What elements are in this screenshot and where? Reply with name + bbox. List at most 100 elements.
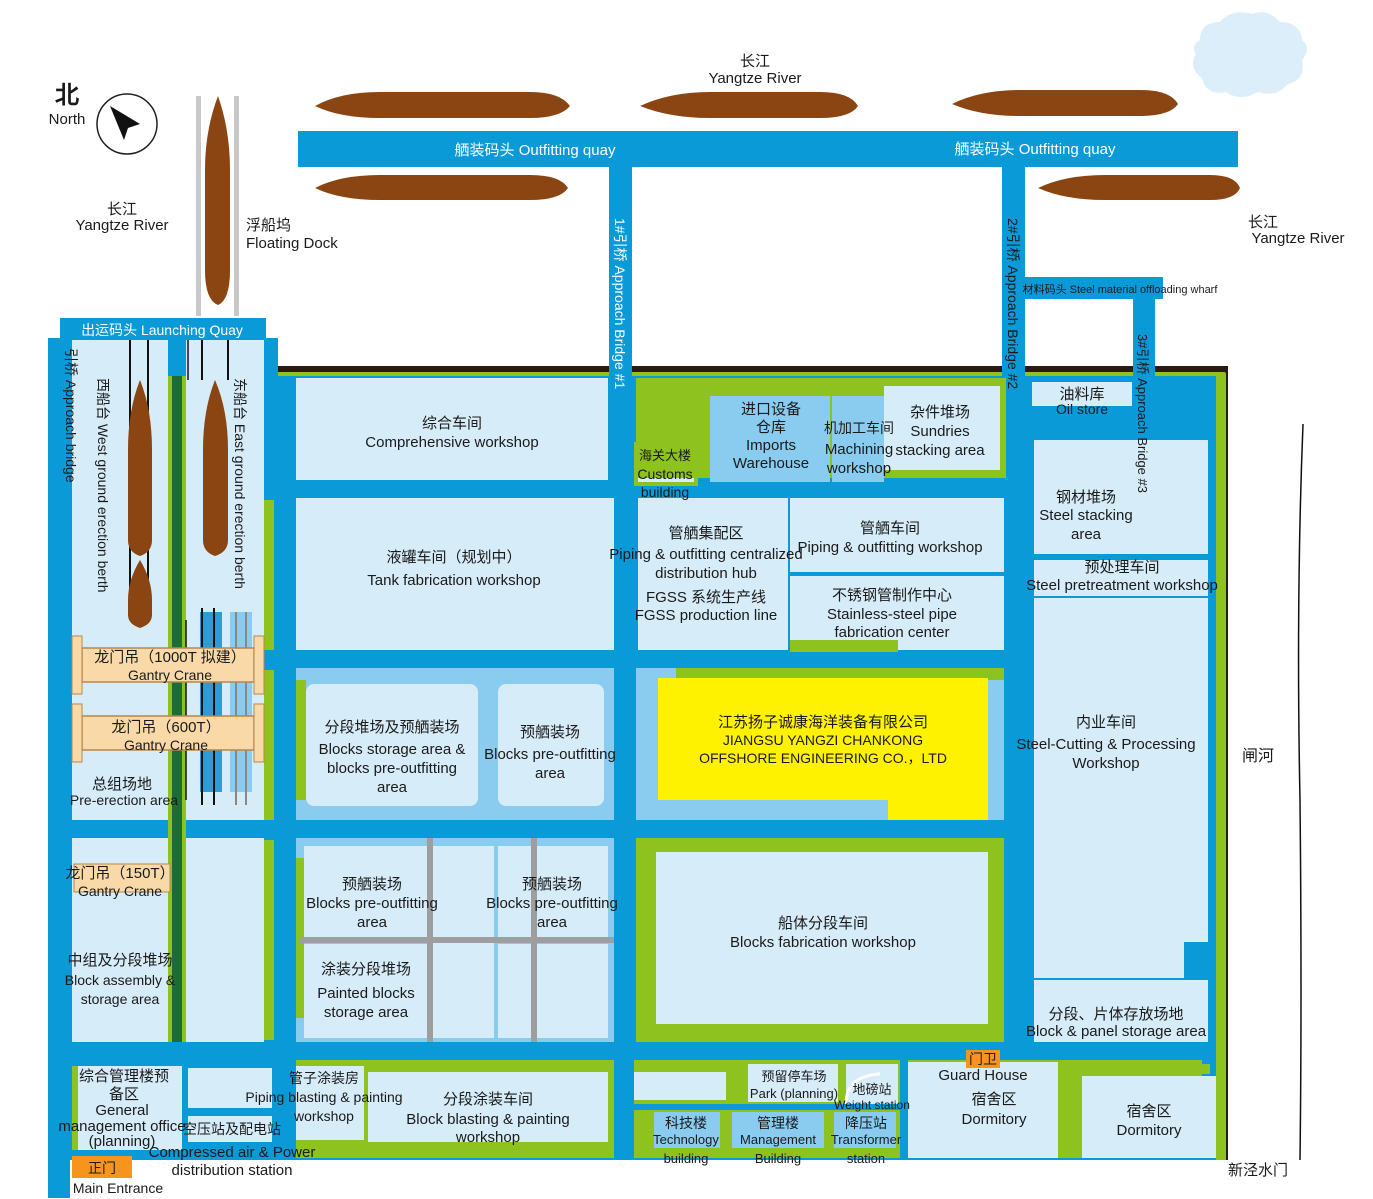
customs-en1: Customs (637, 466, 692, 482)
left-track-lower-inner (172, 820, 182, 1042)
outfitting-quay-left-label: 舾装码头 Outfitting quay (455, 141, 616, 159)
transformer-station[interactable] (834, 1112, 896, 1148)
pre-outfit1-en1: Blocks pre-outfitting (484, 746, 616, 763)
pre-outfit2-cn: 预舾装场 (342, 875, 402, 893)
comprehensive-workshop[interactable] (296, 378, 608, 480)
pre-erection-cn: 总组场地 (92, 776, 152, 793)
piping-hub[interactable] (638, 498, 788, 650)
fgss-cn: FGSS 系统生产线 (646, 589, 766, 606)
transformer-en2: station (847, 1151, 885, 1166)
cutting-en2: Workshop (1072, 755, 1139, 772)
technology-building[interactable] (654, 1112, 720, 1148)
oil-store[interactable] (1032, 382, 1132, 406)
blocks-fabrication-workshop[interactable] (656, 852, 988, 1024)
imports-warehouse[interactable] (710, 396, 830, 482)
blocks-pre-outfitting-1[interactable] (498, 684, 604, 806)
pre-outfitting-area-2[interactable] (304, 846, 428, 938)
panel-storage-en: Block & panel storage area (1026, 1023, 1207, 1040)
pipe-blasting-workshop[interactable] (296, 1066, 364, 1140)
west-berth-label: 西船台 West ground erection berth (95, 378, 111, 593)
outfitting-quay (298, 131, 1238, 167)
weight-station[interactable] (846, 1064, 898, 1106)
blocks-storage-en1: Blocks storage area & (319, 741, 466, 758)
imports-cn2: 仓库 (756, 419, 786, 436)
customs-en2: building (641, 484, 689, 500)
piping-hub-cn: 管舾集配区 (668, 524, 743, 542)
painted-blocks-area[interactable] (304, 944, 428, 1038)
dorm2-green (1090, 1064, 1210, 1074)
steel-stacking[interactable] (1034, 440, 1208, 554)
cutting-workshop-side (1184, 598, 1208, 942)
block-blasting-workshop[interactable] (368, 1072, 608, 1142)
pre-erection-en: Pre-erection area (70, 792, 178, 808)
company-cn: 江苏扬子诚康海洋装备有限公司 (718, 714, 928, 731)
company-headquarters[interactable] (658, 678, 988, 800)
crane-1000t-cn: 龙门吊（1000T 拟建） (94, 649, 245, 666)
guard-house-icon[interactable] (966, 1050, 1000, 1068)
painted-en1: Painted blocks (317, 985, 415, 1002)
imports-cn1: 进口设备 (741, 401, 801, 418)
floating-dock-rail-right (234, 96, 239, 316)
crane-150t-cn: 龙门吊（150T） (65, 865, 174, 882)
mgmt-office-cn2: 备区 (109, 1086, 139, 1103)
power-station-label (188, 1116, 272, 1142)
ship-top-4 (315, 175, 568, 200)
painted-blocks-right[interactable] (498, 944, 608, 1038)
dorm2-en: Dormitory (1116, 1122, 1182, 1139)
floating-dock-rail-left (196, 96, 201, 316)
approach-bridge-2 (1002, 167, 1025, 382)
management-building[interactable] (732, 1112, 824, 1148)
pre-outfitting-area-3[interactable] (498, 846, 608, 938)
company-notch (888, 798, 988, 820)
floating-dock-en: Floating Dock (246, 235, 338, 252)
weight-cn: 地磅站 (852, 1082, 891, 1097)
east-berth-green-2 (264, 670, 274, 820)
blocks-storage-en3: area (377, 779, 408, 796)
tank-cn: 液罐车间（规划中） (386, 549, 521, 566)
machining-workshop[interactable] (832, 396, 884, 482)
main-entrance-icon[interactable] (72, 1156, 132, 1178)
stainless-center[interactable] (790, 576, 1004, 650)
piping-workshop[interactable] (790, 498, 1004, 572)
piping-ws-en: Piping & outfitting workshop (797, 539, 982, 556)
imports-en1: Imports (746, 437, 796, 454)
piping-hub-en2: distribution hub (655, 565, 757, 582)
mgmt-office-en2: management office (58, 1118, 185, 1135)
dormitory-1[interactable] (908, 1062, 1058, 1158)
dormitory-2[interactable] (1082, 1076, 1216, 1158)
park-planning[interactable] (748, 1064, 838, 1102)
power-en1: Compressed air & Power (149, 1144, 316, 1161)
mgmt-bldg-cn: 管理楼 (757, 1115, 799, 1131)
crane-150t-en: Gantry Crane (78, 883, 162, 899)
power-en2: distribution station (172, 1162, 293, 1179)
floating-dock-cn: 浮船坞 (246, 217, 291, 234)
stainless-en1: Stainless-steel pipe (827, 606, 957, 623)
river-right-en: Yangtze River (1251, 230, 1344, 247)
left-approach-bridge-road (48, 378, 70, 1198)
blocks-storage-area[interactable] (306, 684, 478, 806)
blocks-storage-cn: 分段堆场及预舾装场 (324, 718, 459, 736)
cutting-cn: 内业车间 (1076, 714, 1136, 731)
block-fab-en: Blocks fabrication workshop (730, 934, 916, 951)
company-en1: JIANGSU YANGZI CHANKONG (723, 732, 923, 748)
painted-cn: 涂装分段堆场 (321, 961, 411, 978)
cutting-workshop[interactable] (1034, 598, 1184, 978)
block-blasting-cn: 分段涂装车间 (443, 1091, 533, 1108)
block-assembly-green (264, 840, 274, 1040)
main-entrance-en: Main Entrance (73, 1180, 163, 1196)
panel-storage-area[interactable] (1034, 980, 1208, 1042)
guard-cn: 门卫 (969, 1051, 997, 1067)
outfitting-quay-right-label: 舾装码头 Outfitting quay (955, 140, 1116, 158)
pre-outfit3-en1: Blocks pre-outfitting (486, 895, 618, 912)
bottom-road-row (634, 1104, 900, 1110)
tank-workshop[interactable] (296, 498, 614, 650)
floating-dock-ship (205, 96, 230, 305)
east-berth-slipway-1 (200, 612, 222, 792)
stainless-en2: fabrication center (834, 624, 949, 641)
tech-en2: building (664, 1151, 709, 1166)
pretreatment-workshop[interactable] (1034, 560, 1208, 596)
machining-cn: 机加工车间 (824, 420, 894, 436)
sundries-area[interactable] (884, 386, 1000, 470)
ship-top-5 (1038, 175, 1240, 200)
